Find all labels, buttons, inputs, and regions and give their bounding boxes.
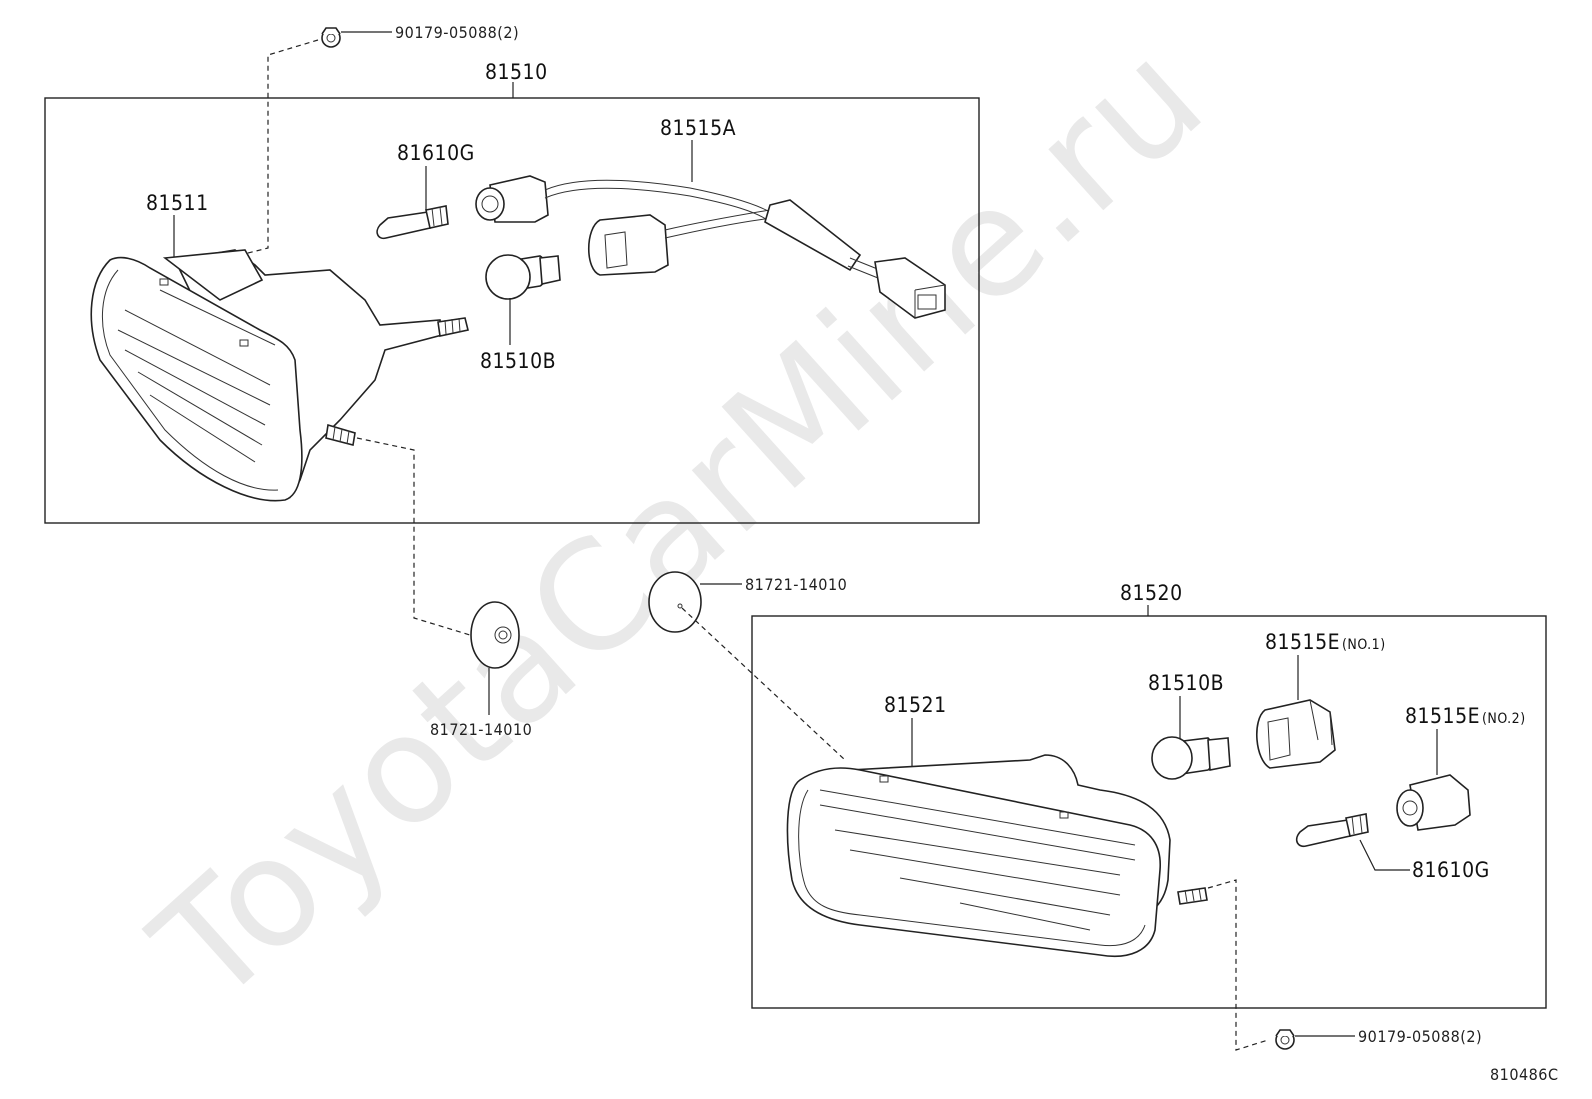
lower-housing[interactable] [786, 754, 1208, 957]
lower-bulb-small[interactable] [1295, 813, 1369, 848]
upper-bulb-small-label[interactable]: 81610G [397, 141, 475, 165]
upper-bulb-large[interactable] [485, 254, 561, 300]
lower-assembly-box [751, 615, 1547, 1009]
upper-bulb-small[interactable] [376, 205, 449, 240]
upper-assembly: 81510 90179-05088(2) 81511 [44, 23, 980, 636]
upper-assembly-box [44, 97, 980, 524]
lower-bulb-small-label[interactable]: 81610G [1412, 858, 1490, 882]
upper-harness[interactable] [475, 175, 946, 319]
lower-socket2-note: (NO.2) [1482, 711, 1526, 727]
lower-housing-label[interactable]: 81521 [884, 693, 947, 717]
lower-socket2-label[interactable]: 81515E [1405, 704, 1480, 728]
upper-harness-label[interactable]: 81515A [660, 116, 736, 140]
upper-housing[interactable] [90, 249, 469, 502]
lower-assembly-label[interactable]: 81520 [1120, 581, 1183, 605]
upper-cover[interactable] [470, 601, 520, 669]
lower-socket-1[interactable] [1255, 699, 1336, 769]
lower-screw[interactable] [1275, 1029, 1295, 1050]
upper-assembly-label[interactable]: 81510 [485, 60, 548, 84]
lower-socket1-note: (NO.1) [1342, 637, 1386, 653]
lower-cover[interactable] [648, 571, 702, 633]
lower-socket-2[interactable] [1396, 774, 1471, 831]
lower-screw-label[interactable]: 90179-05088(2) [1358, 1027, 1482, 1046]
upper-screw-label[interactable]: 90179-05088(2) [395, 23, 519, 42]
lower-bulb-large-label[interactable]: 81510B [1148, 671, 1224, 695]
lower-cover-label[interactable]: 81721-14010 [745, 575, 847, 594]
upper-bulb-large-label[interactable]: 81510B [480, 349, 556, 373]
upper-housing-label[interactable]: 81511 [146, 191, 209, 215]
lower-bulb-large[interactable] [1151, 736, 1231, 780]
lower-assembly: 81520 81521 81510B 8151 [751, 581, 1547, 1051]
upper-cover-label[interactable]: 81721-14010 [430, 720, 532, 739]
lower-socket1-label[interactable]: 81515E [1265, 630, 1340, 654]
diagram-code: 810486C [1490, 1065, 1559, 1084]
upper-screw[interactable] [321, 27, 341, 48]
